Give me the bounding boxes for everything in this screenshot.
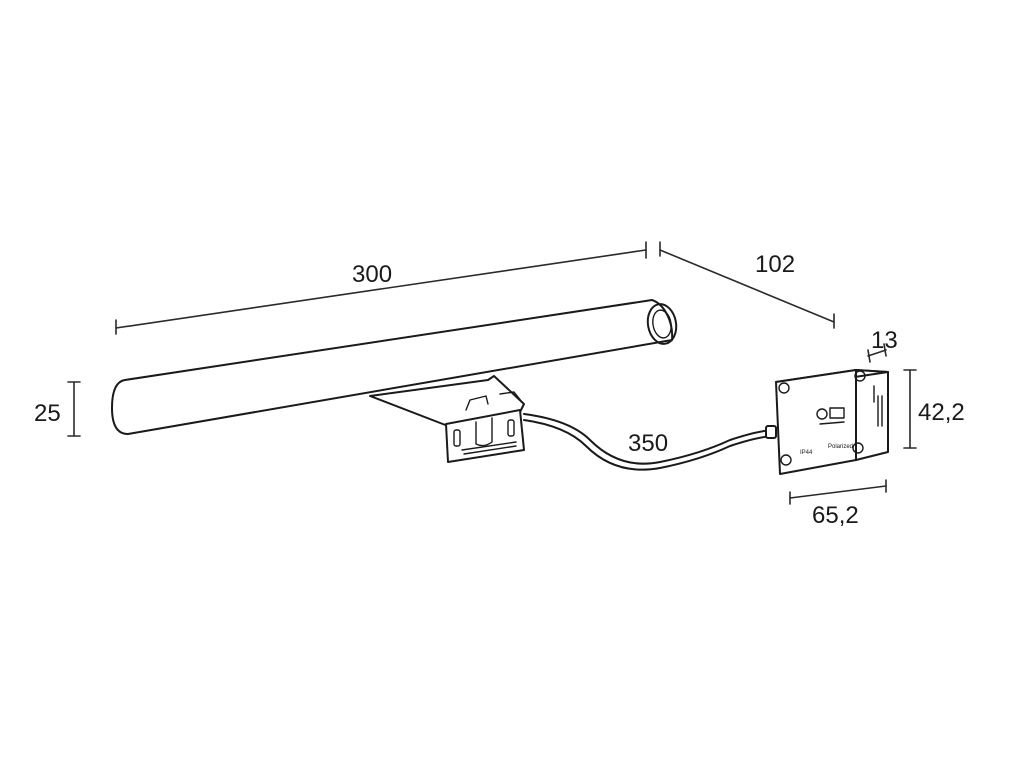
label-diameter: 25 (34, 400, 61, 427)
driver-ip-label: IP44 (800, 450, 813, 456)
driver-power-label: Polarized (828, 444, 853, 450)
mounting-bracket (369, 375, 525, 463)
label-box-width: 65,2 (812, 502, 859, 529)
label-cable: 350 (628, 430, 668, 457)
label-box-height: 42,2 (918, 399, 965, 426)
label-length: 300 (352, 261, 392, 288)
dimension-depth (659, 241, 835, 329)
label-box-thickness: 13 (871, 327, 898, 354)
power-cable (523, 413, 777, 471)
dimension-length (115, 241, 647, 335)
driver-box: IP44 Polarized (775, 369, 889, 475)
dimension-box-thickness (867, 343, 887, 363)
dimension-box-width (789, 479, 887, 505)
tube-end-cap (646, 303, 678, 345)
dimension-box-height (903, 369, 917, 449)
lamp-tube (111, 299, 678, 435)
label-depth: 102 (755, 251, 795, 278)
dimension-diameter (67, 381, 81, 437)
